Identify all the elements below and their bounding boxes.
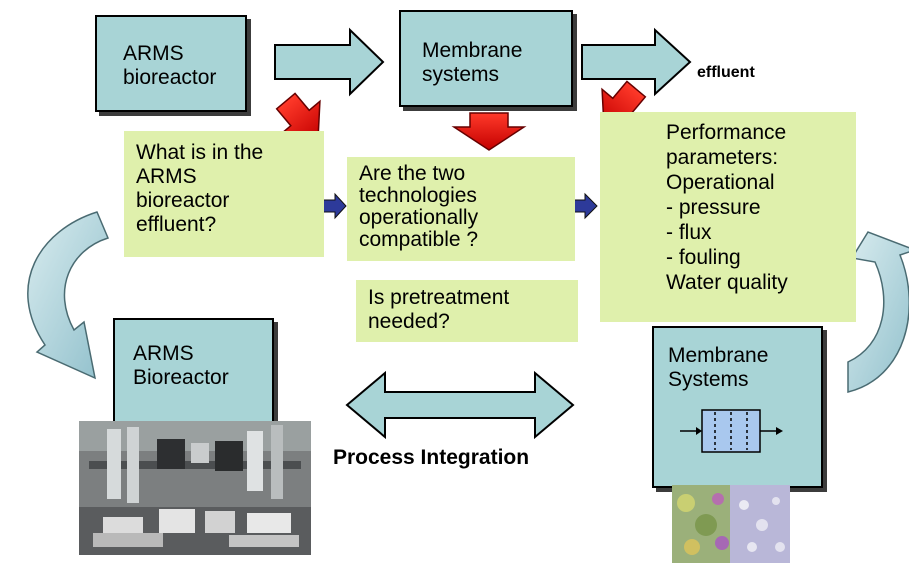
membrane-module-icon	[680, 409, 783, 453]
performance-parameters-note: Performance parameters: Operational - pr…	[600, 112, 856, 322]
process-integration-label: Process Integration	[333, 446, 530, 469]
flow-arrow-arms-to-membrane	[274, 27, 385, 97]
arms-bioreactor-bottom-box: ARMS Bioreactor	[113, 318, 274, 428]
membrane-systems-bottom-box: Membrane Systems	[652, 326, 823, 488]
red-arrow-center	[451, 112, 527, 151]
arms-bioreactor-box-label: ARMS bioreactor	[123, 42, 217, 89]
question-pretreatment: Is pretreatment needed?	[356, 280, 578, 342]
question-compatibility: Are the two technologies operationally c…	[347, 157, 575, 261]
blue-arrow-right	[571, 192, 598, 220]
membrane-systems-bottom-label: Membrane Systems	[668, 344, 769, 391]
flow-arrow-membrane-to-effluent	[581, 27, 692, 97]
membrane-systems-box: Membrane systems	[399, 10, 573, 107]
curved-arrow-right	[847, 231, 909, 393]
bioreactor-lab-photo	[79, 421, 311, 555]
membrane-microscopy-image	[672, 485, 790, 563]
arms-bioreactor-bottom-label: ARMS Bioreactor	[133, 342, 229, 389]
question-arms-effluent: What is in the ARMS bioreactor effluent?	[124, 131, 324, 257]
red-arrow-left	[275, 92, 321, 141]
effluent-label: effluent	[697, 64, 755, 81]
membrane-systems-box-label: Membrane systems	[422, 39, 523, 86]
curved-arrow-left	[27, 211, 110, 380]
blue-arrow-left	[321, 192, 347, 220]
arms-bioreactor-box: ARMS bioreactor	[95, 15, 247, 112]
process-integration-arrow	[345, 370, 575, 440]
